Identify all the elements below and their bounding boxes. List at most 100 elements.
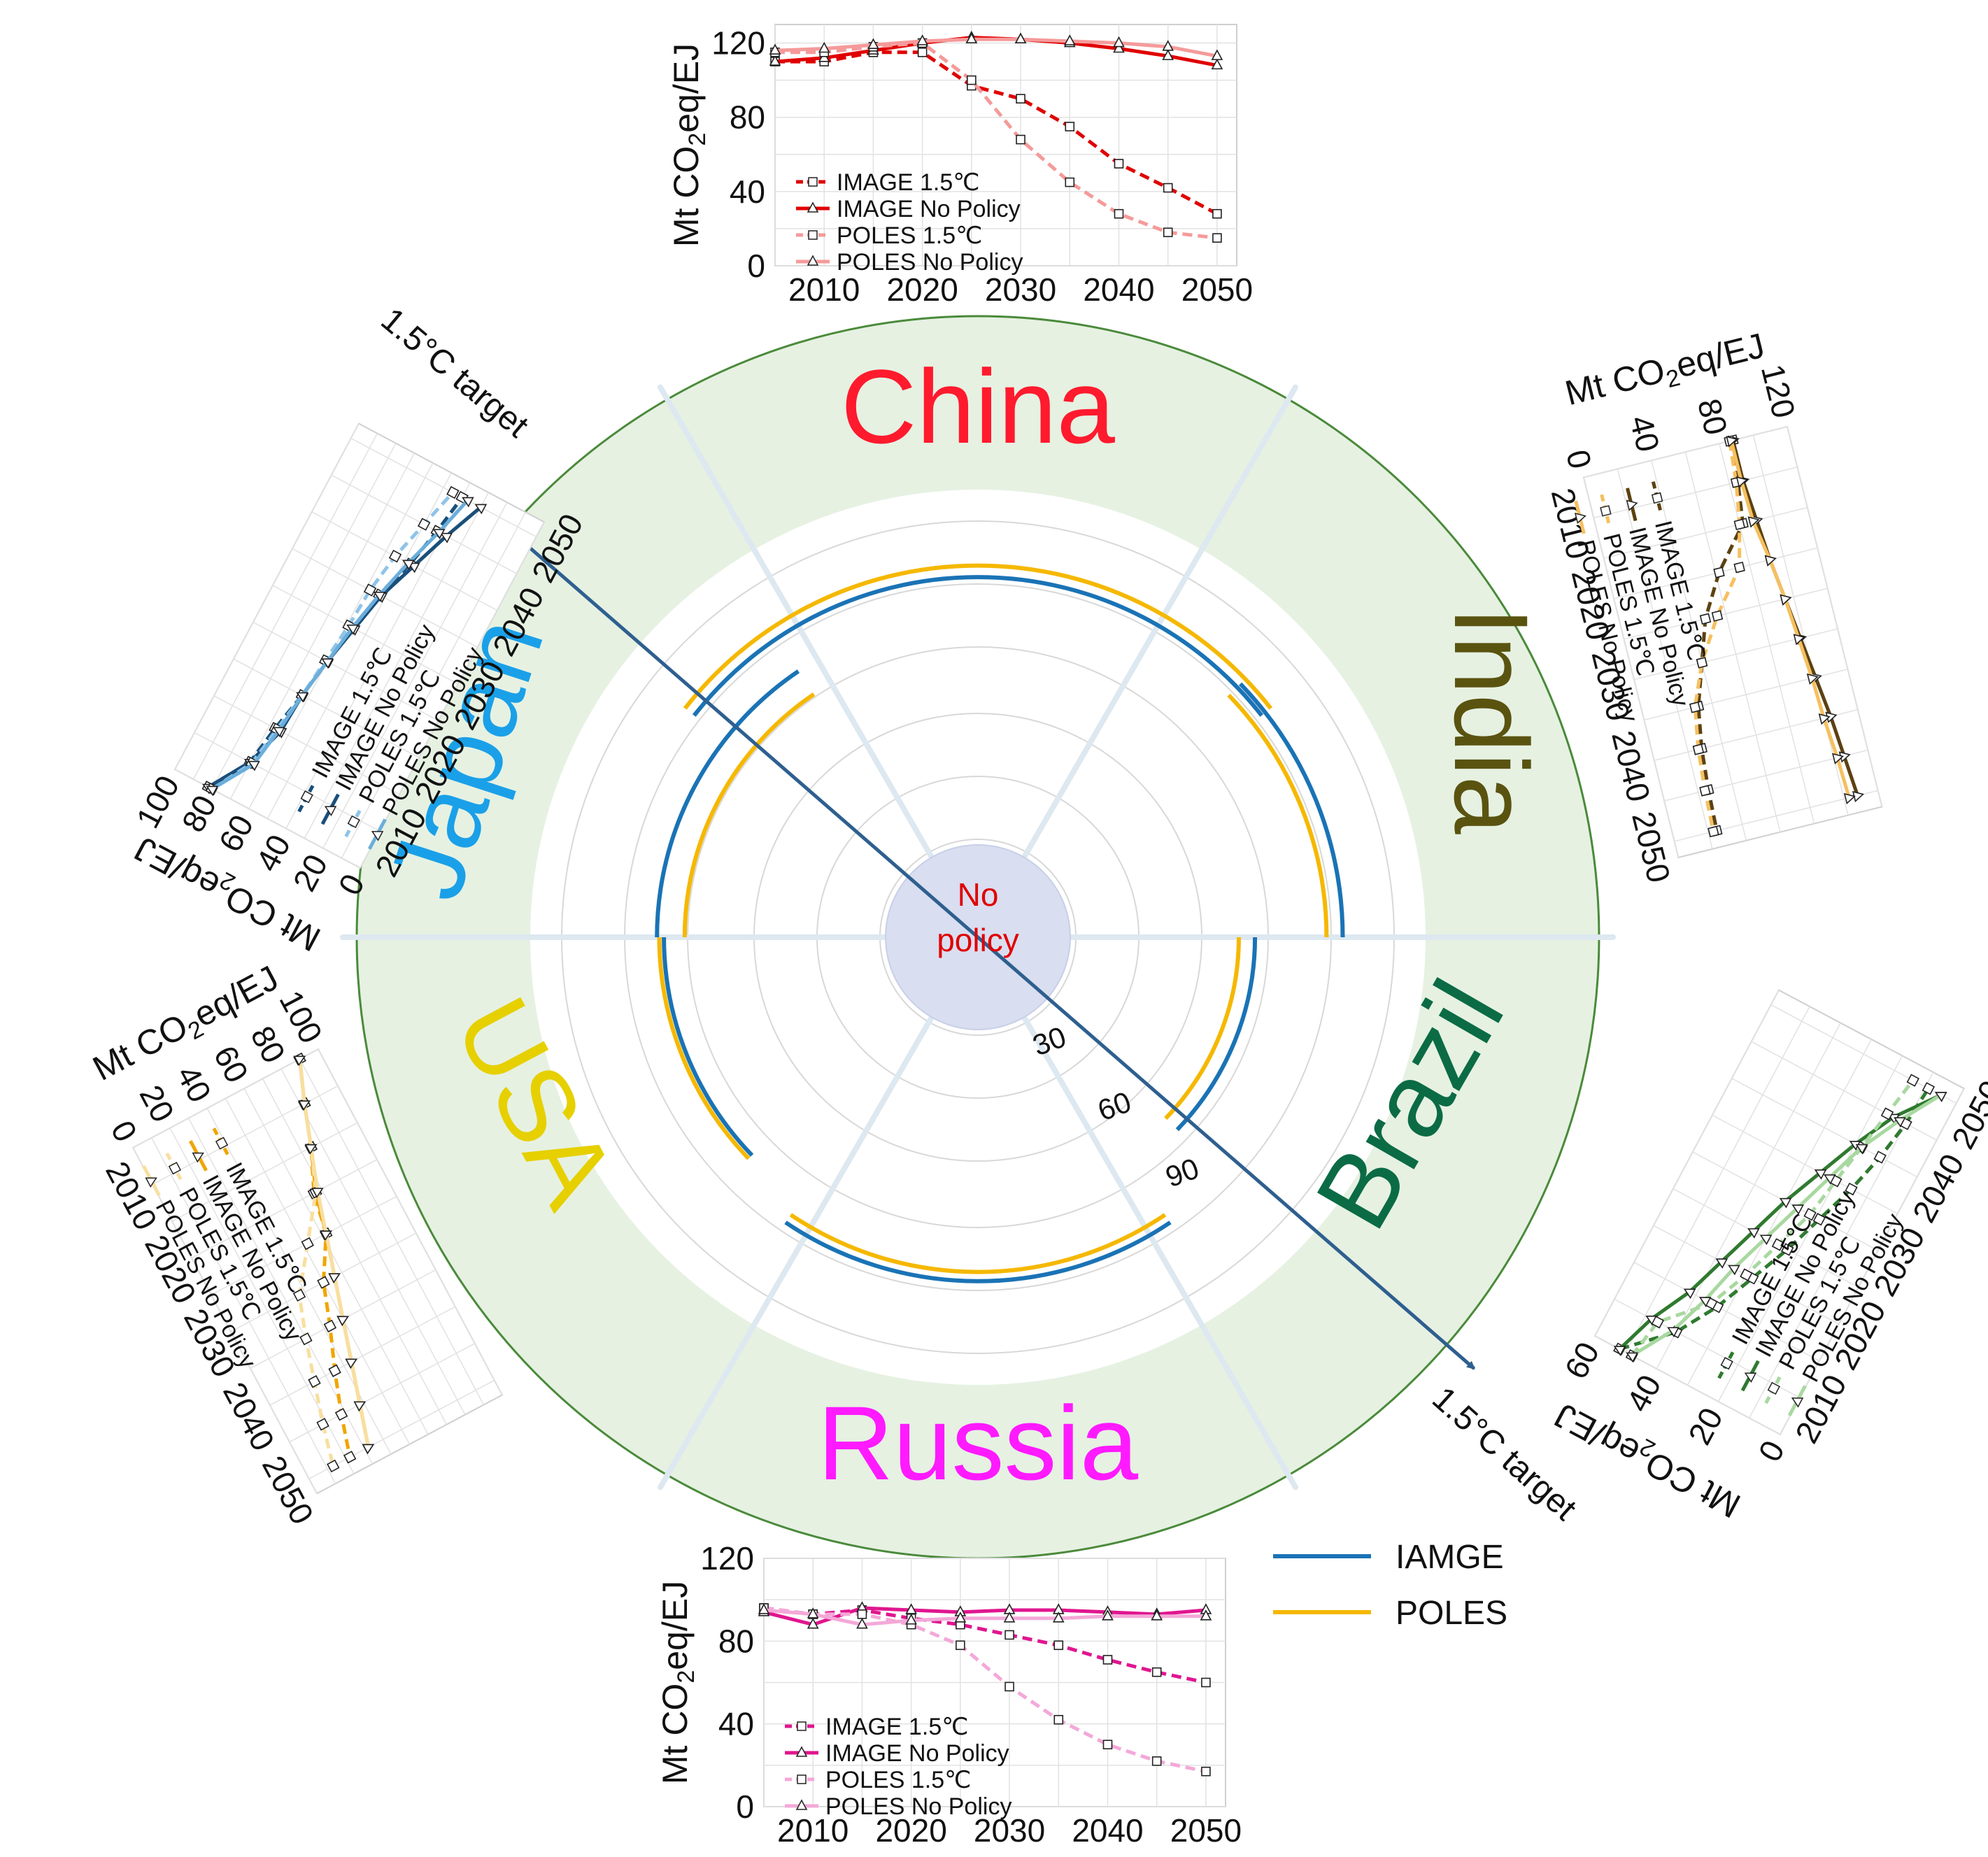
y-tick-label: 40 bbox=[730, 173, 765, 210]
legend-marker bbox=[1651, 492, 1663, 504]
data-point bbox=[1699, 613, 1712, 625]
grid-h bbox=[1594, 990, 1780, 1337]
arc-poles-usa bbox=[657, 937, 751, 1160]
grid-h bbox=[132, 1147, 318, 1494]
data-point bbox=[1683, 1288, 1696, 1300]
legend-marker bbox=[145, 1177, 157, 1188]
arc-iamge-china bbox=[692, 575, 1264, 717]
y-tick-label: 40 bbox=[1623, 412, 1667, 455]
grid-h bbox=[192, 433, 378, 780]
data-point bbox=[1201, 1766, 1211, 1777]
x-tick-label: 2050 bbox=[1181, 271, 1253, 308]
grid-h bbox=[174, 423, 360, 770]
y-tick-label: 0 bbox=[104, 1115, 145, 1148]
data-point bbox=[273, 727, 285, 738]
data-point bbox=[301, 1237, 314, 1251]
series-line-2 bbox=[763, 1606, 1207, 1627]
legend-label: IMAGE 1.5℃ bbox=[837, 169, 979, 196]
grid-h bbox=[281, 1068, 466, 1415]
data-point bbox=[293, 1055, 306, 1067]
data-point bbox=[1780, 594, 1792, 606]
grid-h bbox=[1752, 434, 1849, 816]
legend-label-poles: POLES bbox=[1396, 1595, 1507, 1632]
data-point bbox=[417, 518, 431, 531]
country-label-china: China bbox=[841, 348, 1115, 465]
data-point bbox=[1818, 713, 1831, 725]
data-point bbox=[1212, 208, 1222, 219]
legend-marker bbox=[795, 1746, 808, 1757]
legend-marker bbox=[347, 815, 360, 828]
data-point bbox=[1200, 1609, 1212, 1621]
data-point bbox=[1711, 610, 1724, 622]
legend-marker bbox=[797, 1774, 807, 1784]
grid-h bbox=[1749, 1072, 1934, 1418]
data-point bbox=[1791, 1204, 1804, 1215]
data-point bbox=[328, 1364, 341, 1377]
arc-iamge-usa bbox=[662, 937, 754, 1157]
arc-poles-japan bbox=[682, 692, 816, 938]
data-point bbox=[1824, 1174, 1836, 1185]
data-point bbox=[1735, 476, 1748, 488]
data-point bbox=[1004, 1681, 1014, 1692]
data-point bbox=[916, 34, 928, 45]
data-point bbox=[954, 1611, 967, 1623]
data-point bbox=[1728, 1265, 1740, 1276]
legend-label: IMAGE No Policy bbox=[825, 1740, 1009, 1767]
data-point bbox=[440, 532, 453, 543]
data-point bbox=[1814, 1169, 1827, 1180]
data-point bbox=[1003, 1611, 1016, 1623]
data-point bbox=[1934, 1092, 1947, 1102]
grid-h bbox=[1625, 1006, 1810, 1353]
data-point bbox=[1855, 1144, 1868, 1155]
grid-h bbox=[267, 472, 453, 819]
y-tick-label: 80 bbox=[718, 1623, 754, 1659]
data-point bbox=[316, 1418, 329, 1431]
data-point bbox=[1053, 1640, 1064, 1651]
data-point bbox=[1873, 1151, 1887, 1164]
data-point bbox=[311, 1188, 324, 1198]
data-point bbox=[1065, 122, 1075, 131]
y-tick-label: 0 bbox=[747, 248, 765, 284]
data-point bbox=[1014, 32, 1027, 44]
data-point bbox=[857, 1609, 867, 1619]
legend-marker bbox=[1626, 499, 1638, 511]
y-tick-label: 0 bbox=[1559, 446, 1599, 472]
series-line-1 bbox=[1696, 440, 1745, 832]
grid-h bbox=[1656, 1023, 1841, 1369]
arc-poles-india bbox=[1227, 693, 1329, 938]
data-point bbox=[298, 1100, 311, 1111]
data-point bbox=[1613, 1346, 1626, 1356]
series-line-4 bbox=[1729, 440, 1851, 799]
grid-h bbox=[243, 1088, 429, 1435]
legend-marker bbox=[300, 790, 313, 804]
legend-label: IMAGE 1.5℃ bbox=[825, 1714, 968, 1740]
data-point bbox=[362, 1444, 375, 1455]
legend-label: POLES 1.5℃ bbox=[837, 222, 982, 249]
series-line-2 bbox=[1618, 1093, 1942, 1351]
y-tick-label: 80 bbox=[730, 99, 765, 136]
data-point bbox=[1113, 41, 1125, 53]
data-point bbox=[1845, 1182, 1858, 1196]
legend-marker bbox=[1767, 1381, 1780, 1395]
grid-v bbox=[1594, 1335, 1781, 1435]
x-tick-label: 2050 bbox=[1170, 1812, 1242, 1849]
x-tick-label: 2040 bbox=[1072, 1812, 1143, 1849]
country-label-india: India bbox=[1433, 606, 1550, 834]
y-tick-label: 120 bbox=[700, 1540, 754, 1577]
grid-h bbox=[304, 492, 489, 839]
x-tick-label: 2020 bbox=[875, 1812, 946, 1849]
data-point bbox=[1201, 1677, 1211, 1688]
data-point bbox=[296, 692, 308, 703]
legend-marker bbox=[168, 1162, 182, 1175]
series-line-1 bbox=[1619, 1087, 1930, 1351]
target-axis-arrow-lower-right bbox=[977, 936, 1476, 1370]
data-point bbox=[905, 1614, 917, 1625]
sector-divider-1 bbox=[975, 384, 1298, 940]
data-point bbox=[321, 658, 334, 669]
data-point bbox=[1733, 518, 1746, 531]
legend-marker bbox=[807, 201, 819, 213]
legend-label: POLES No Policy bbox=[825, 1793, 1011, 1820]
